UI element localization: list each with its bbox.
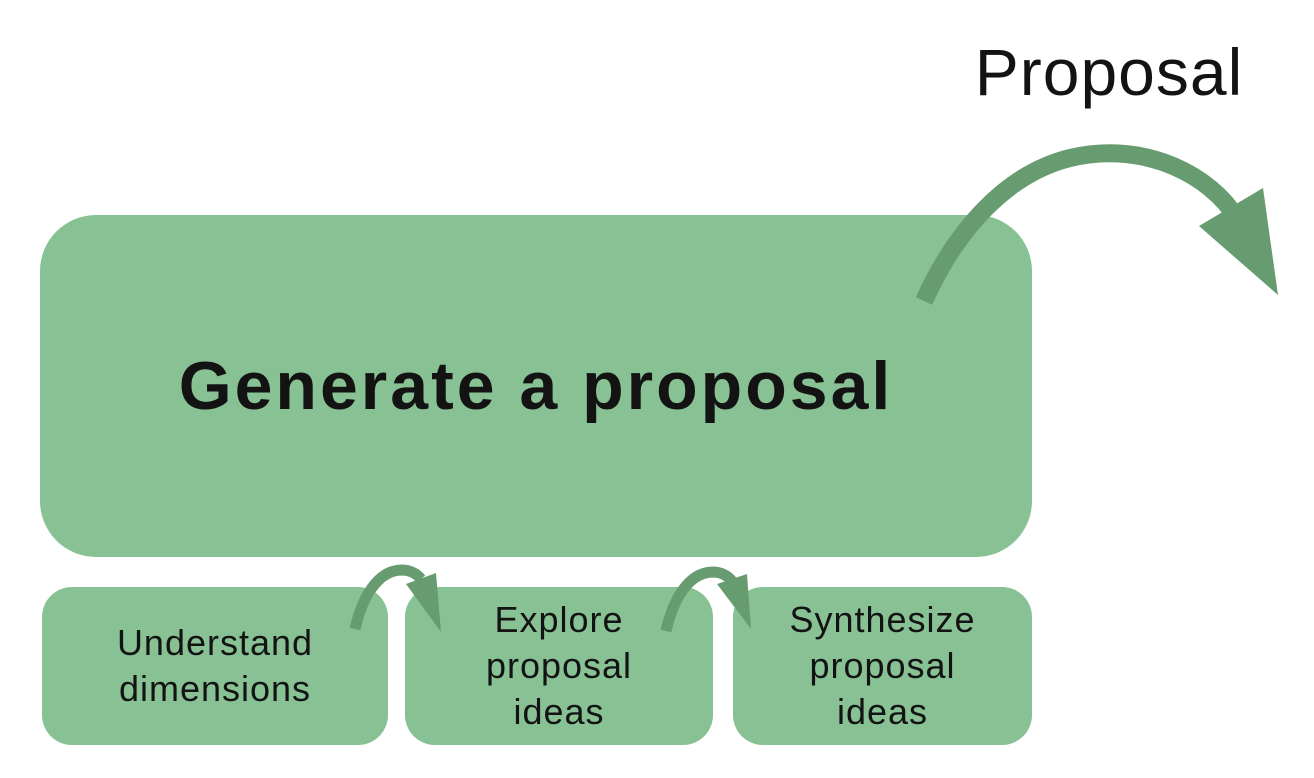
proposal-output-label: Proposal xyxy=(974,35,1244,109)
main-step-label: Generate a proposal xyxy=(178,348,894,424)
proposal-arrow-head-icon xyxy=(1199,188,1278,295)
substep-box-synthesize-proposal-ideas: Synthesize proposal ideas xyxy=(733,587,1032,745)
substep-box-explore-proposal-ideas: Explore proposal ideas xyxy=(405,587,713,745)
main-step-box: Generate a proposal xyxy=(40,215,1032,557)
substep-label-understand-dimensions: Understand dimensions xyxy=(116,622,314,709)
substep-label-synthesize-proposal-ideas: Synthesize proposal ideas xyxy=(789,599,976,732)
substep-label-explore-proposal-ideas: Explore proposal ideas xyxy=(485,599,633,732)
substep-box-understand-dimensions: Understand dimensions xyxy=(42,587,388,745)
